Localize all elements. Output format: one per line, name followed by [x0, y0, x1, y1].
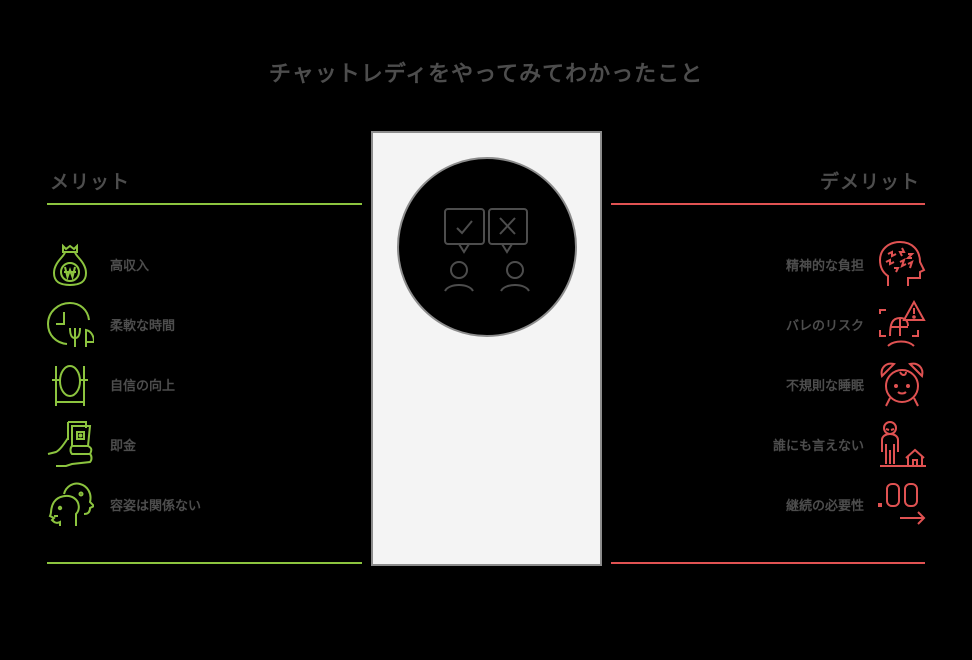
demerit-label: 不規則な睡眠	[785, 378, 864, 394]
demerit-item: 不規則な睡眠	[786, 360, 926, 408]
merit-item: 容姿は関係ない	[46, 480, 201, 528]
merit-label: 容姿は関係ない	[110, 498, 202, 514]
demerit-label: 誰にも言えない	[772, 438, 864, 454]
demerit-label: バレのリスク	[785, 318, 864, 334]
demerit-item: 継続の必要性	[786, 480, 926, 528]
face-scan-warning-icon	[879, 300, 926, 347]
merit-label: 即金	[110, 438, 137, 454]
demerits-heading: デメリット	[819, 171, 920, 193]
clock-meal-icon	[46, 301, 94, 347]
money-bag-icon	[52, 243, 88, 287]
demerits-top-divider	[611, 203, 925, 205]
demerit-item: バレのリスク	[786, 300, 926, 348]
demerits-bottom-divider	[611, 562, 925, 564]
merit-label: 柔軟な時間	[110, 318, 176, 334]
continue-arrow-icon	[878, 483, 926, 525]
merit-item: 高収入	[46, 240, 149, 288]
merit-label: 自信の向上	[110, 378, 176, 394]
demerit-label: 継続の必要性	[785, 498, 864, 514]
stressed-head-icon	[878, 240, 926, 286]
merit-item: 即金	[46, 420, 136, 468]
center-panel	[371, 131, 602, 566]
hand-cash-icon	[47, 421, 93, 467]
merits-heading: メリット	[50, 171, 131, 193]
demerit-item: 誰にも言えない	[773, 420, 926, 468]
merit-item: 自信の向上	[46, 360, 175, 408]
mirror-icon	[52, 365, 88, 406]
two-faces-icon	[48, 482, 94, 526]
merits-bottom-divider	[47, 562, 362, 564]
merit-label: 高収入	[110, 258, 150, 274]
merit-item: 柔軟な時間	[46, 300, 175, 348]
page-title: チャットレディをやってみてわかったこと	[268, 62, 704, 87]
person-house-icon	[880, 421, 926, 467]
alarm-clock-icon	[880, 362, 924, 407]
merits-top-divider	[47, 203, 362, 205]
demerit-item: 精神的な負担	[786, 240, 926, 288]
center-circle	[397, 157, 577, 337]
approve-reject-people-icon	[444, 208, 530, 292]
demerit-label: 精神的な負担	[785, 258, 864, 274]
